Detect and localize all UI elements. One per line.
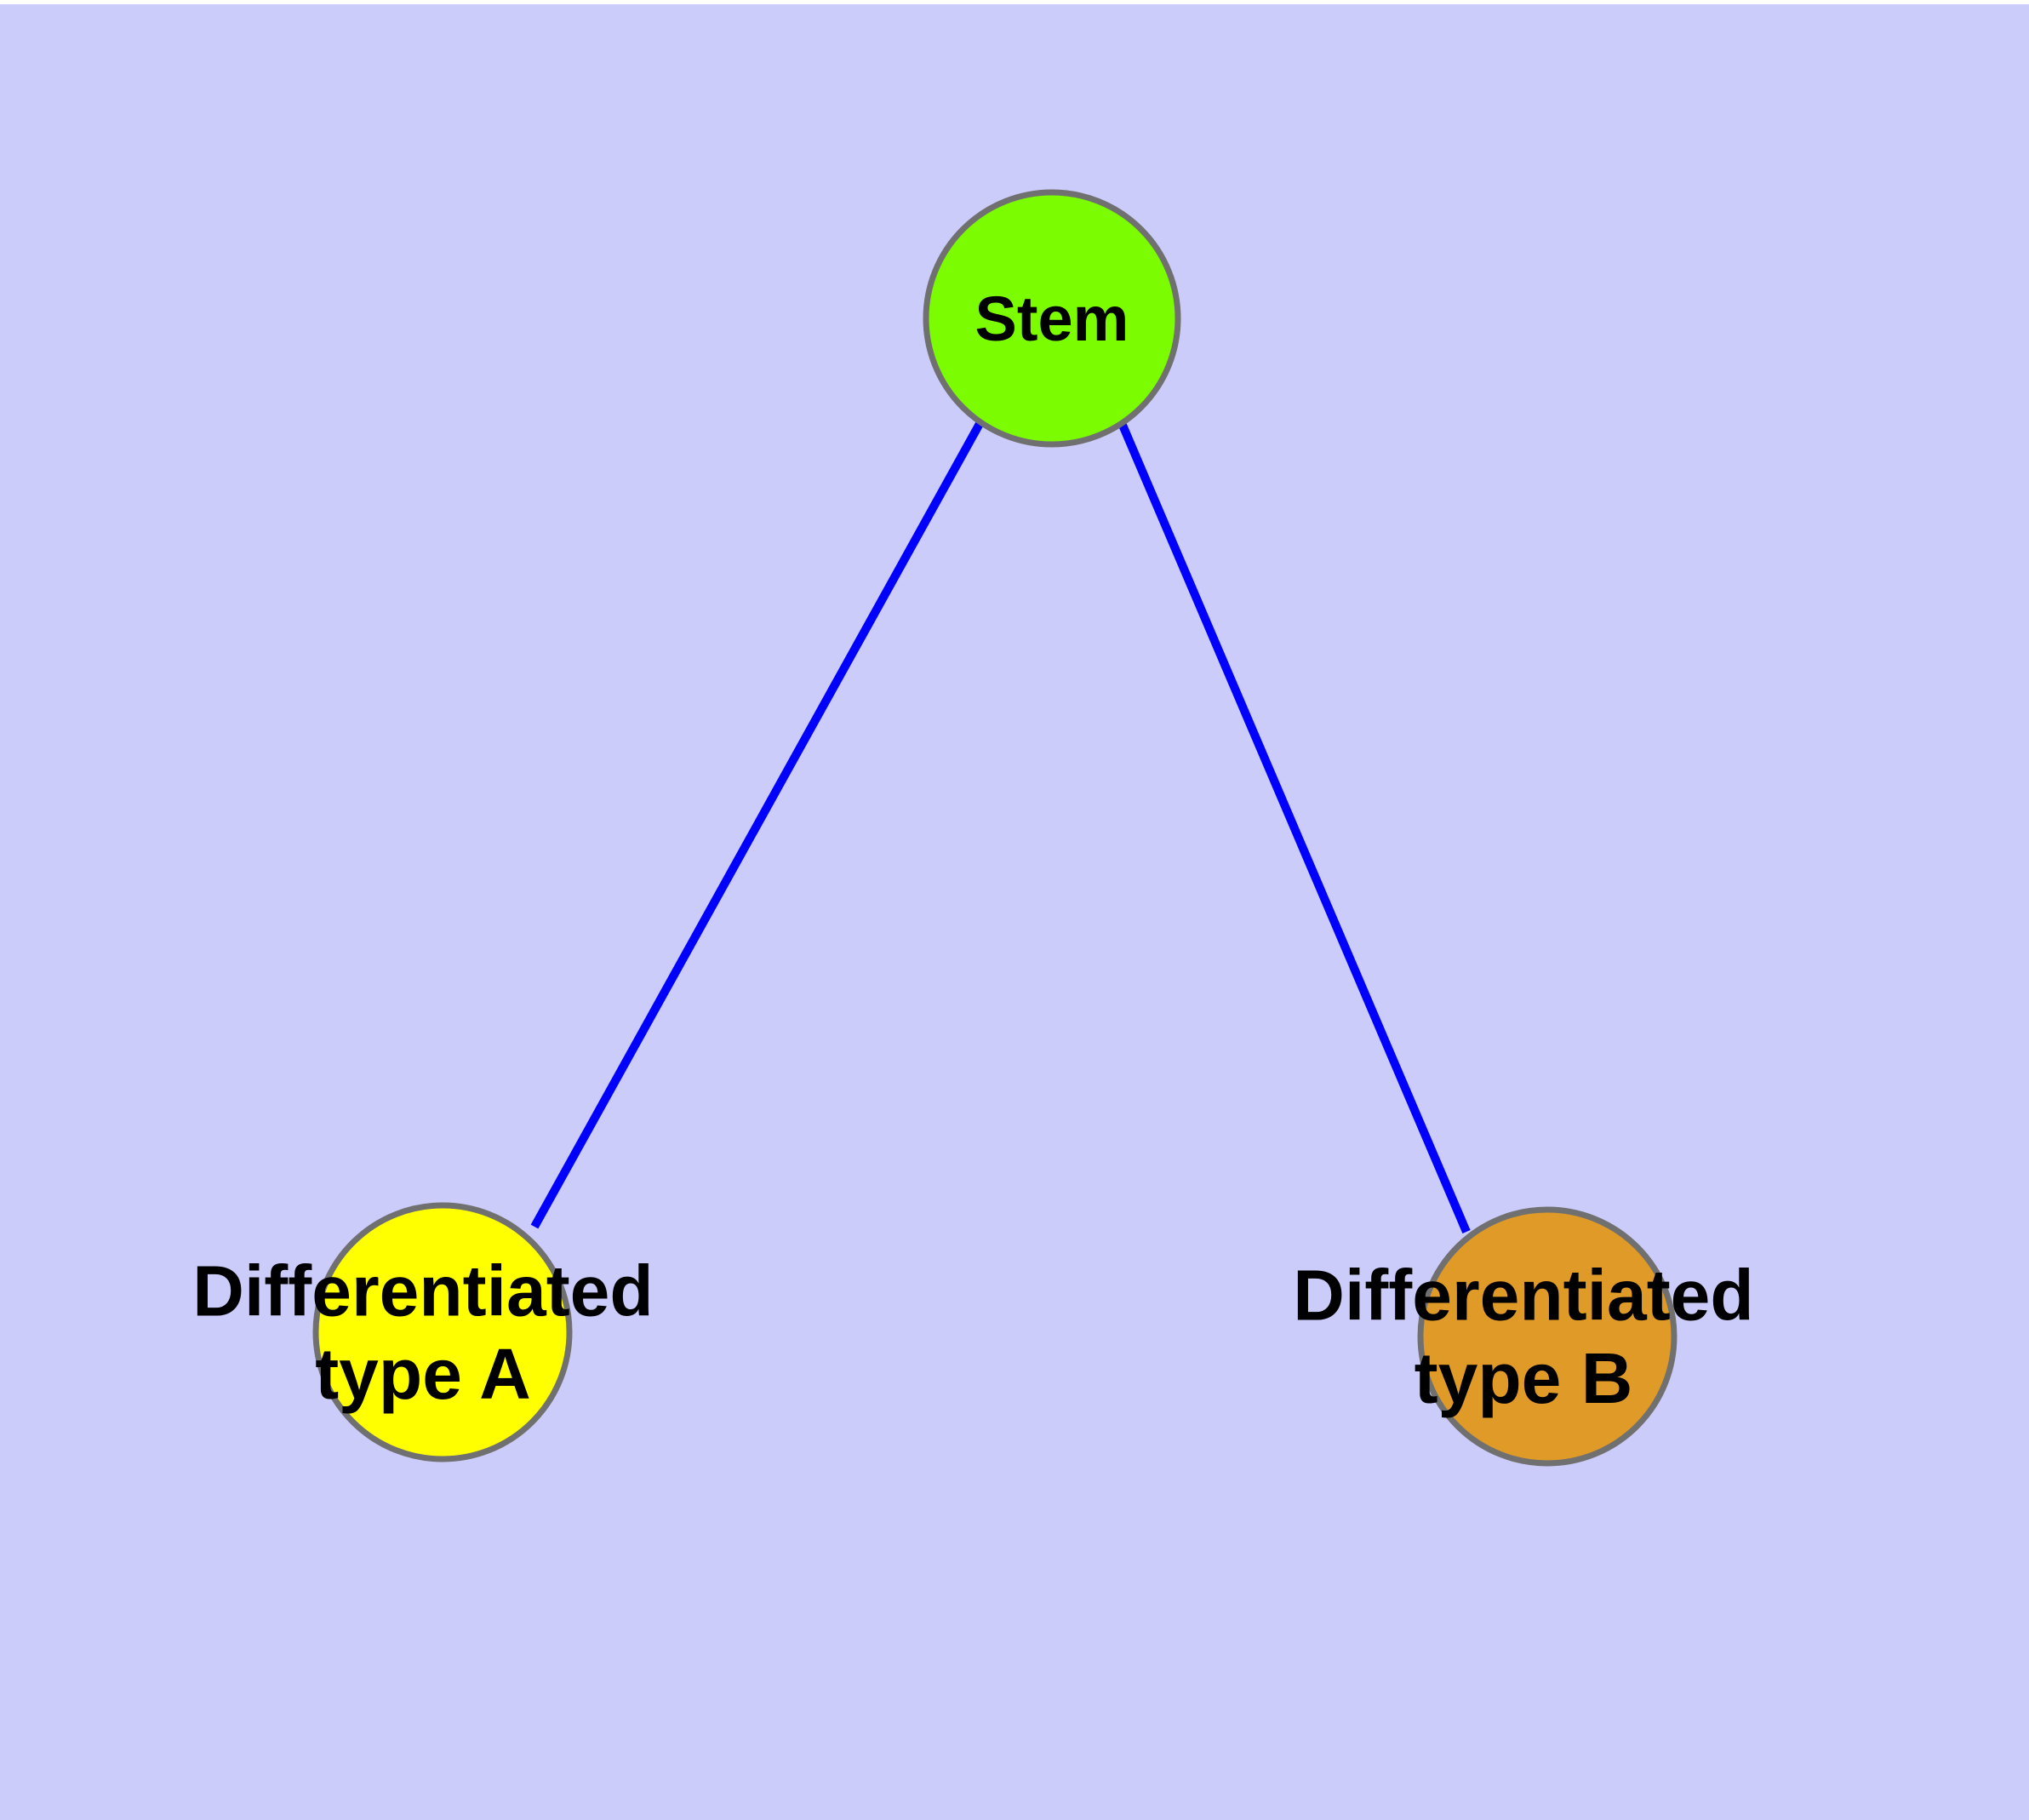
node-label-line: Differentiated <box>192 1251 653 1331</box>
edges-group <box>530 420 1471 1233</box>
node-label-line: Differentiated <box>1293 1256 1753 1336</box>
node-circle-diff_b[interactable] <box>1417 1206 1677 1467</box>
node-label-line: type B <box>1415 1338 1633 1418</box>
node-label-line: Stem <box>975 283 1129 354</box>
edge-stem-diff-a <box>530 420 985 1229</box>
node-stem[interactable]: Stem <box>923 189 1181 448</box>
edge-stem-diff-b <box>1117 421 1471 1233</box>
node-circle-stem[interactable] <box>923 189 1181 448</box>
node-label-stem: Stem <box>975 283 1129 354</box>
node-label-line: type A <box>315 1334 531 1414</box>
node-circle-diff_a[interactable] <box>312 1202 573 1462</box>
